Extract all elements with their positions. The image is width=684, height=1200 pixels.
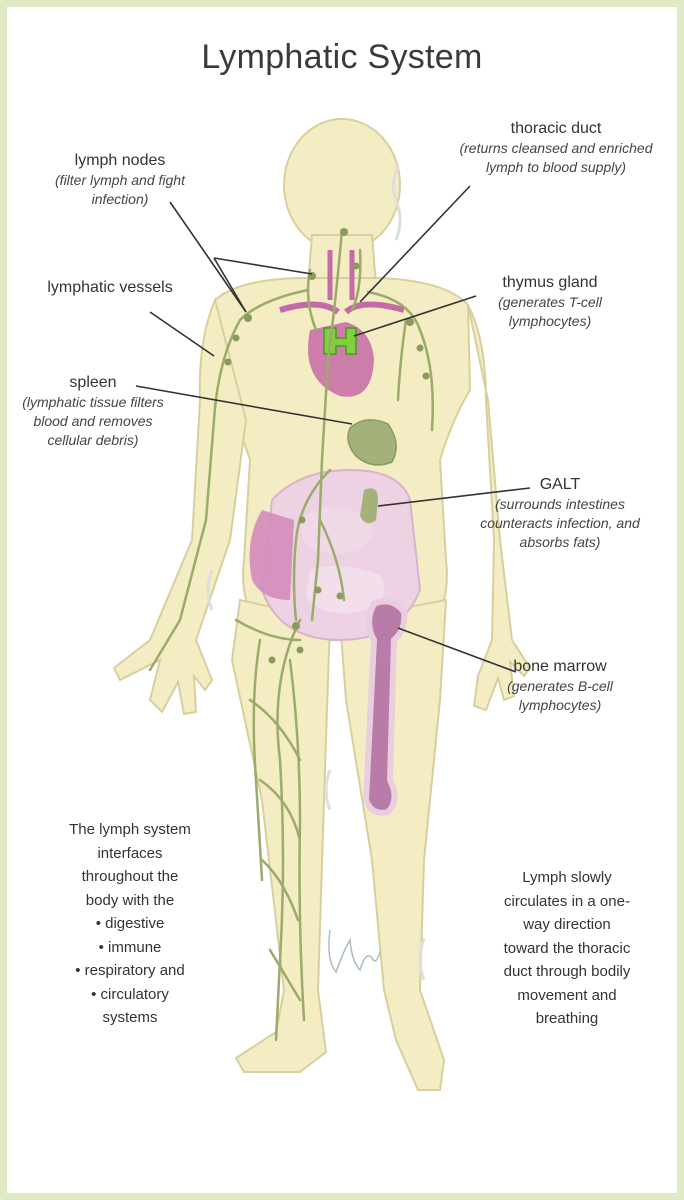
- label-thoracic-duct: thoracic duct (returns cleansed and enri…: [459, 120, 653, 175]
- label-thymus-gland: thymus gland (generates T-cell lymphocyt…: [498, 274, 602, 329]
- spleen-organ: [347, 419, 397, 466]
- note-system-interfaces: The lymph system interfaces throughout t…: [64, 818, 196, 1030]
- galt-tissue: [360, 488, 378, 524]
- list-item: respiratory and: [64, 959, 196, 983]
- diagram-title: Lymphatic System: [201, 38, 483, 76]
- lymph-vessel-network: [148, 228, 435, 1042]
- note-lymph-circulation: Lymph slowly circulates in a one-way dir…: [503, 869, 631, 1027]
- list-item: immune: [64, 936, 196, 960]
- flow-arrows: [206, 165, 426, 981]
- interface-list: digestive immune respiratory and circula…: [64, 912, 196, 1030]
- label-galt: GALT (surrounds intestines counteracts i…: [480, 476, 640, 550]
- list-item: circulatory systems: [64, 983, 196, 1030]
- label-lymphatic-vessels: lymphatic vessels: [47, 279, 173, 296]
- label-lymph-nodes: lymph nodes (filter lymph and fight infe…: [55, 152, 185, 207]
- label-bone-marrow: bone marrow (generates B-cell lymphocyte…: [507, 658, 613, 713]
- artist-signature: [328, 929, 381, 974]
- femur-bone: [362, 598, 408, 816]
- list-item: digestive: [64, 912, 196, 936]
- leader-lines: [135, 185, 531, 673]
- label-spleen: spleen (lymphatic tissue filters blood a…: [22, 374, 164, 448]
- lymph-nodes-dots: [224, 228, 430, 664]
